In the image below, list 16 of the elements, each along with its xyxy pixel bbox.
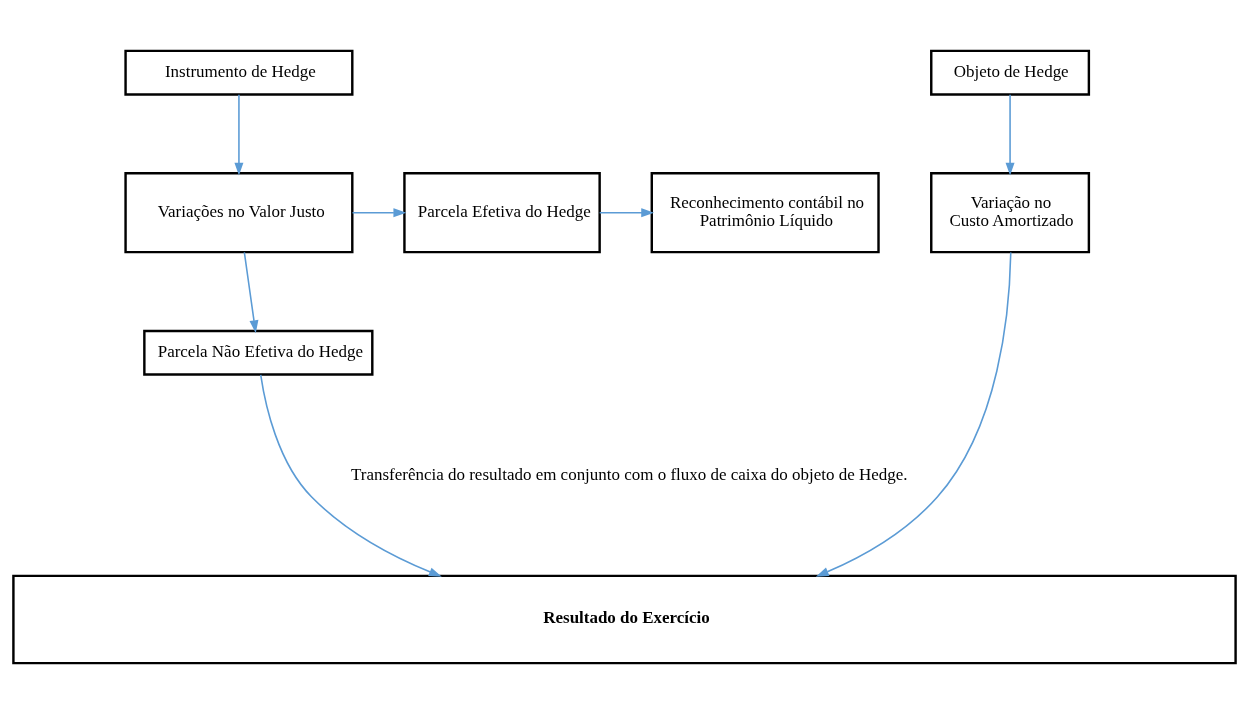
arrow bbox=[351, 207, 407, 217]
arrow bbox=[243, 251, 259, 333]
node-box: Variação no Custo Amortizado bbox=[930, 171, 1091, 253]
arrow bbox=[234, 93, 244, 176]
node-box: Instrumento de Hedge bbox=[124, 49, 354, 96]
node-box: Reconhecimento contábil no Patrimônio Líquido bbox=[650, 171, 880, 253]
arrow bbox=[598, 207, 655, 217]
node-box: Objeto de Hedge bbox=[930, 49, 1091, 96]
node-box: Resultado do Exercício bbox=[12, 574, 1237, 664]
arrow bbox=[815, 251, 1012, 577]
node-box: Variações no Valor Justo bbox=[124, 171, 354, 253]
node-box: Parcela Efetiva do Hedge bbox=[403, 171, 601, 253]
label: Transferência do resultado em conjunto com o fluxo de caixa do objeto de Hedge. bbox=[351, 464, 908, 484]
node-box: Parcela Não Efetiva do Hedge bbox=[143, 329, 374, 376]
arrow bbox=[259, 373, 442, 577]
arrow bbox=[1005, 93, 1015, 176]
